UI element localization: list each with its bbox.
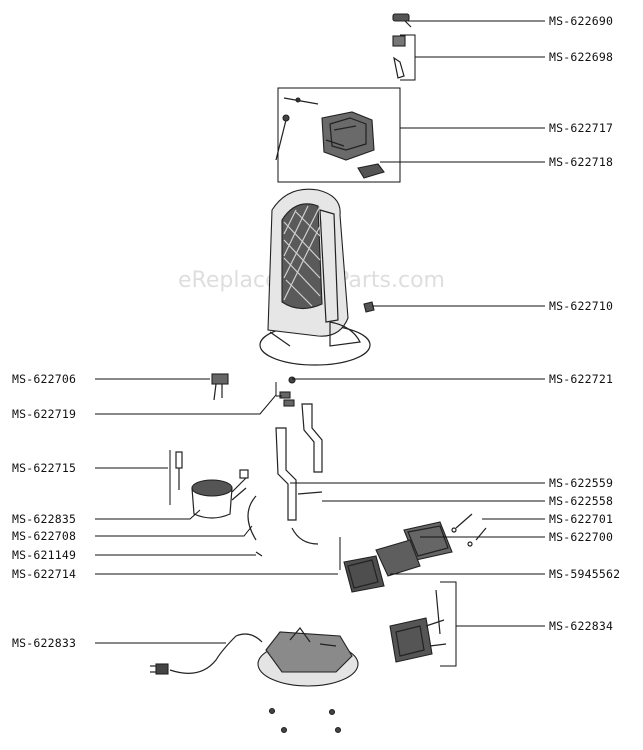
part-label-622708: MS-622708 (12, 529, 76, 543)
part-label-622706: MS-622706 (12, 372, 76, 386)
small-pin-part (363, 301, 375, 313)
part-label-622717: MS-622717 (549, 121, 613, 135)
part-label-622690: MS-622690 (549, 14, 613, 28)
steam-column-body (259, 188, 371, 366)
part-label-622835: MS-622835 (12, 512, 76, 526)
part-label-622698: MS-622698 (549, 50, 613, 64)
hose-part (247, 495, 257, 541)
tube-frame-part (275, 403, 323, 521)
part-label-621149: MS-621149 (12, 548, 76, 562)
connector-pair-part (279, 376, 296, 407)
part-label-622833: MS-622833 (12, 636, 76, 650)
part-label-622559: MS-622559 (549, 476, 613, 490)
part-label-622718: MS-622718 (549, 155, 613, 169)
clip-part (255, 551, 263, 557)
part-label-622714: MS-622714 (12, 567, 76, 581)
heating-element-part (175, 451, 249, 519)
control-head-part (275, 97, 385, 179)
part-label-622719: MS-622719 (12, 407, 76, 421)
part-label-622710: MS-622710 (549, 299, 613, 313)
part-label-622721: MS-622721 (549, 372, 613, 386)
control-board-part (343, 513, 487, 593)
valve-part (211, 373, 229, 401)
part-label-622834: MS-622834 (549, 619, 613, 633)
top-lever-part (392, 13, 412, 28)
part-label-622701: MS-622701 (549, 512, 613, 526)
leader-lines (95, 20, 545, 667)
pump-part (389, 589, 447, 663)
part-label-622700: MS-622700 (549, 530, 613, 544)
part-label-622558: MS-622558 (549, 494, 613, 508)
part-label-5945562: MS-5945562 (549, 567, 620, 581)
hinge-bracket-part (392, 35, 406, 79)
cable-part (291, 527, 319, 545)
base-with-power-cord (150, 627, 359, 734)
part-label-622715: MS-622715 (12, 461, 76, 475)
